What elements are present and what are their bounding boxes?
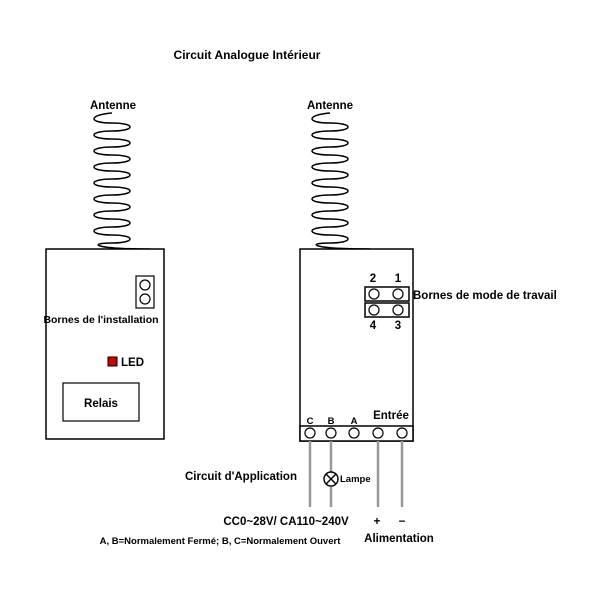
wiring: Lampe Circuit d'Application CC0~28V/ CA1… xyxy=(100,441,434,547)
relay-label: Relais xyxy=(84,398,118,410)
plus-terminal-label: + xyxy=(374,516,381,528)
terminal-letter-c: C xyxy=(307,416,314,427)
right-antenna-label: Antenne xyxy=(307,100,353,112)
input-label: Entrée xyxy=(373,410,409,422)
right-module: Antenne 2 1 4 3 Bornes de mode de travai… xyxy=(299,100,557,442)
terminal-screws xyxy=(304,427,408,439)
work-mode-terminals-label: Bornes de mode de travail xyxy=(413,290,557,302)
installation-terminals-label: Bornes de l'installation xyxy=(43,314,158,326)
relay-box xyxy=(62,382,140,422)
right-module-body xyxy=(299,248,414,442)
pin-number-2: 2 xyxy=(370,273,376,285)
pin-number-1: 1 xyxy=(395,273,402,285)
power-supply-label: Alimentation xyxy=(364,533,434,545)
terminal-letter-b: B xyxy=(328,416,335,427)
pin-number-4: 4 xyxy=(370,320,377,332)
left-antenna-coil xyxy=(93,112,151,250)
terminal-letter-a: A xyxy=(351,416,358,427)
left-antenna-label: Antenne xyxy=(90,100,136,112)
minus-terminal-label: − xyxy=(399,516,406,528)
right-antenna-coil xyxy=(311,112,371,250)
voltage-label: CC0~28V/ CA110~240V xyxy=(223,516,349,528)
lamp-icon xyxy=(323,471,339,487)
diagram-title: Circuit Analogue Intérieur xyxy=(174,48,321,62)
pin-number-3: 3 xyxy=(395,320,401,332)
led-label: LED xyxy=(121,357,144,369)
led-indicator xyxy=(107,356,118,367)
work-mode-jumpers xyxy=(364,286,410,318)
contacts-note: A, B=Normalement Fermé; B, C=Normalement… xyxy=(100,536,342,547)
left-module: Antenne Bornes de l'installation LED Rel… xyxy=(43,100,165,440)
lamp-label: Lampe xyxy=(340,474,371,485)
application-circuit-label: Circuit d'Application xyxy=(185,471,297,483)
installation-terminals xyxy=(135,275,155,309)
